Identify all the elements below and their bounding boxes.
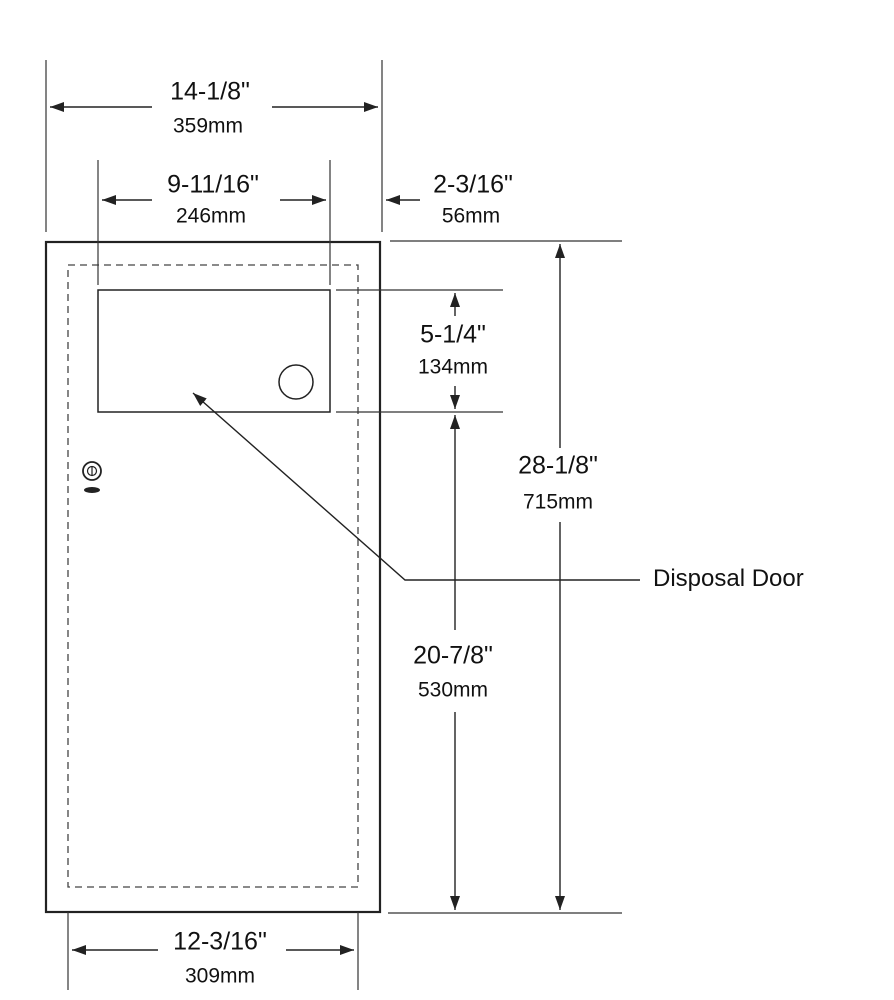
door-knob [278, 364, 314, 400]
depth-imperial: 2-3/16" [433, 170, 513, 199]
lower-height-metric: 530mm [417, 678, 489, 702]
door-height-metric: 134mm [417, 355, 489, 379]
rough-width-metric: 309mm [184, 964, 256, 988]
door-height-imperial: 5-1/4" [420, 320, 486, 349]
cabinet-outline [44, 240, 382, 914]
overall-width-imperial: 14-1/8" [170, 77, 250, 106]
callout-leader-line [192, 392, 640, 581]
overall-width-metric: 359mm [172, 114, 244, 138]
door-width-metric: 246mm [175, 204, 247, 228]
overall-height-imperial: 28-1/8" [518, 451, 598, 480]
disposal-door-panel [97, 289, 331, 413]
overall-height-metric: 715mm [522, 490, 594, 514]
lock-icon [82, 461, 102, 493]
disposal-door-callout-label: Disposal Door [653, 565, 804, 592]
extension-lines [45, 60, 622, 990]
depth-metric: 56mm [441, 204, 501, 228]
lower-height-imperial: 20-7/8" [413, 641, 493, 670]
rough-width-imperial: 12-3/16" [173, 927, 267, 956]
dimension-lines [50, 102, 565, 955]
door-width-imperial: 9-11/16" [167, 170, 259, 199]
recess-dashed-outline [67, 264, 359, 888]
